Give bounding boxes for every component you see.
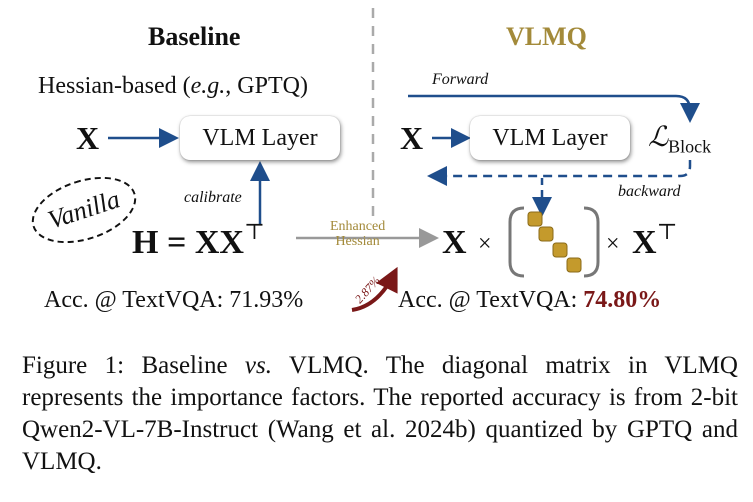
- figure: 2.87% Baseline Hessian-based (e.g., GPTQ…: [23, 8, 712, 313]
- baseline-input-x: X: [76, 120, 100, 156]
- calibrate-label: calibrate: [184, 189, 242, 206]
- matrix-right-bracket: [583, 206, 600, 278]
- times-right: ×: [606, 231, 620, 257]
- vlmq-input-x: X: [400, 120, 424, 156]
- hessian-equation: H = XX⊤: [132, 219, 265, 261]
- times-left: ×: [478, 231, 492, 257]
- enhanced-hessian-label: Enhanced Hessian: [330, 219, 386, 249]
- forward-arrow: [408, 94, 700, 123]
- importance-block: [552, 242, 568, 258]
- backward-arrow: [427, 160, 692, 186]
- matrix-left-bracket: [508, 206, 525, 278]
- figure-caption: Figure 1: Baseline vs. VLMQ. The diagona…: [22, 352, 738, 475]
- importance-block: [566, 257, 582, 273]
- diagram-arrows: 2.87%: [108, 8, 700, 312]
- baseline-title: Baseline: [148, 22, 241, 51]
- vlmq-accuracy: Acc. @ TextVQA: 74.80%: [398, 287, 662, 313]
- importance-block: [538, 226, 554, 242]
- backward-label: backward: [618, 183, 681, 200]
- importance-block: [527, 211, 543, 227]
- vlmq-vlm-layer: VLM Layer: [470, 116, 630, 160]
- vlmq-title: VLMQ: [506, 22, 587, 51]
- improvement-arrow: [351, 266, 398, 312]
- block-loss: ℒBlock: [648, 122, 712, 157]
- vlmq-x-left: X: [442, 224, 467, 261]
- baseline-method: Hessian-based (e.g., GPTQ): [38, 73, 308, 99]
- baseline-accuracy: Acc. @ TextVQA: 71.93%: [44, 287, 304, 313]
- vlmq-x-right: X⊤: [632, 219, 678, 261]
- improvement-label: 2.87%: [352, 274, 383, 306]
- forward-label: Forward: [432, 71, 489, 88]
- baseline-vlm-layer: VLM Layer: [180, 116, 340, 160]
